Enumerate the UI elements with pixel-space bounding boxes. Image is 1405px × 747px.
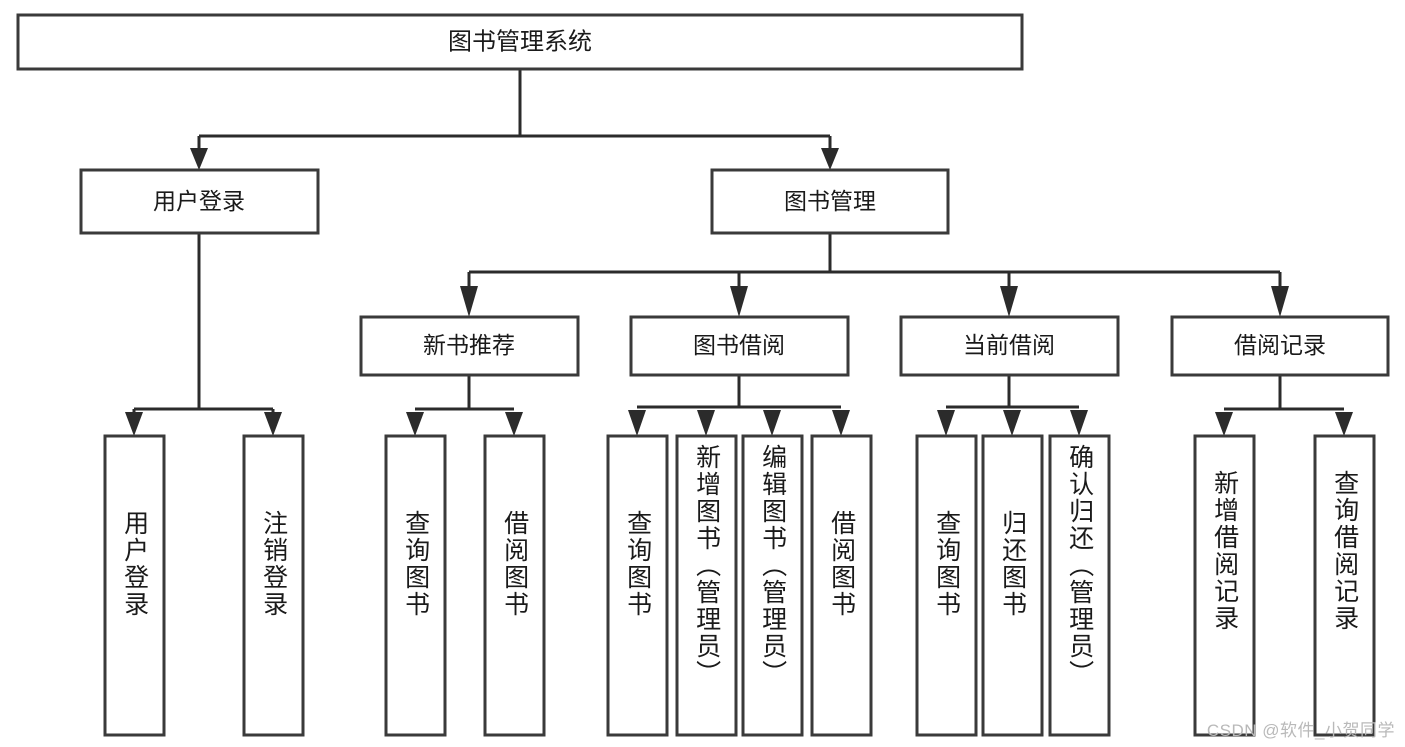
arrowhead-leaf-return-book xyxy=(1003,410,1021,436)
arrowhead-leaf-query-book-3 xyxy=(937,410,955,436)
node-leaf-confirm-return-box[interactable] xyxy=(1048,434,1111,737)
arrowhead-leaf-confirm-return xyxy=(1070,410,1088,436)
arrowhead-book-borrow xyxy=(730,286,748,317)
arrowhead-leaf-user-login xyxy=(125,412,143,436)
arrowhead-leaf-borrow-book-1 xyxy=(505,412,523,436)
node-leaf-query-book-1-box[interactable] xyxy=(384,434,447,737)
node-leaf-borrow-book-2-box[interactable] xyxy=(810,434,873,737)
node-book-borrow-box[interactable] xyxy=(629,315,850,377)
node-book-borrow[interactable]: 图书借阅 xyxy=(629,315,850,377)
arrowhead-borrow-record xyxy=(1271,286,1289,317)
arrowhead-leaf-query-book-2 xyxy=(628,410,646,436)
node-borrow-record-box[interactable] xyxy=(1170,315,1390,377)
node-leaf-edit-book-box[interactable] xyxy=(741,434,804,737)
node-leaf-return-book-box[interactable] xyxy=(981,434,1044,737)
arrowhead-user-login xyxy=(190,148,208,170)
arrowhead-leaf-add-book xyxy=(697,410,715,436)
node-new-book-recommend-box[interactable] xyxy=(359,315,580,377)
node-root-box[interactable] xyxy=(16,13,1024,71)
arrowhead-leaf-query-book-1 xyxy=(406,412,424,436)
arrowhead-leaf-logout-login xyxy=(264,412,282,436)
arrowhead-leaf-edit-book xyxy=(763,410,781,436)
node-current-borrow-label: 当前借阅 xyxy=(963,332,1055,358)
node-leaf-borrow-book-1-box[interactable] xyxy=(483,434,546,737)
node-leaf-query-record-box[interactable] xyxy=(1313,434,1376,737)
arrowhead-new-book-recommend xyxy=(460,286,478,317)
connector-group-new-book-recommend xyxy=(406,375,523,436)
node-book-manage-label: 图书管理 xyxy=(784,188,876,214)
arrowhead-current-borrow xyxy=(1000,286,1018,317)
node-new-book-recommend[interactable]: 新书推荐 xyxy=(359,315,580,377)
arrowhead-leaf-add-record xyxy=(1215,412,1233,436)
node-current-borrow-box[interactable] xyxy=(899,315,1120,377)
node-borrow-record[interactable]: 借阅记录 xyxy=(1170,315,1390,377)
node-book-borrow-label: 图书借阅 xyxy=(693,332,785,358)
node-book-manage-box[interactable] xyxy=(710,168,950,235)
arrowhead-leaf-borrow-book-2 xyxy=(832,410,850,436)
node-leaf-user-login-box[interactable] xyxy=(103,434,166,737)
connector-group-book-borrow xyxy=(628,375,850,436)
node-leaf-logout-login-box[interactable] xyxy=(242,434,305,737)
connector-group-user-login xyxy=(125,233,282,436)
node-user-login[interactable]: 用户登录 xyxy=(79,168,320,235)
node-leaf-query-book-2-box[interactable] xyxy=(606,434,669,737)
node-current-borrow[interactable]: 当前借阅 xyxy=(899,315,1120,377)
node-leaf-add-record-box[interactable] xyxy=(1193,434,1256,737)
node-root[interactable]: 图书管理系统 xyxy=(16,13,1024,71)
node-new-book-recommend-label: 新书推荐 xyxy=(423,332,515,358)
node-book-manage[interactable]: 图书管理 xyxy=(710,168,950,235)
node-borrow-record-label: 借阅记录 xyxy=(1234,332,1326,358)
node-root-label: 图书管理系统 xyxy=(448,28,592,55)
node-leaf-query-book-3-box[interactable] xyxy=(915,434,978,737)
node-leaf-add-book-box[interactable] xyxy=(675,434,738,737)
connector-group-borrow-record xyxy=(1215,375,1353,436)
connector-group-root xyxy=(190,69,839,170)
node-user-login-box[interactable] xyxy=(79,168,320,235)
arrowhead-leaf-query-record xyxy=(1335,412,1353,436)
node-user-login-label: 用户登录 xyxy=(153,188,245,214)
arrowhead-book-manage xyxy=(821,148,839,170)
connector-group-current-borrow xyxy=(937,375,1088,436)
connector-group-book-manage xyxy=(460,233,1289,317)
